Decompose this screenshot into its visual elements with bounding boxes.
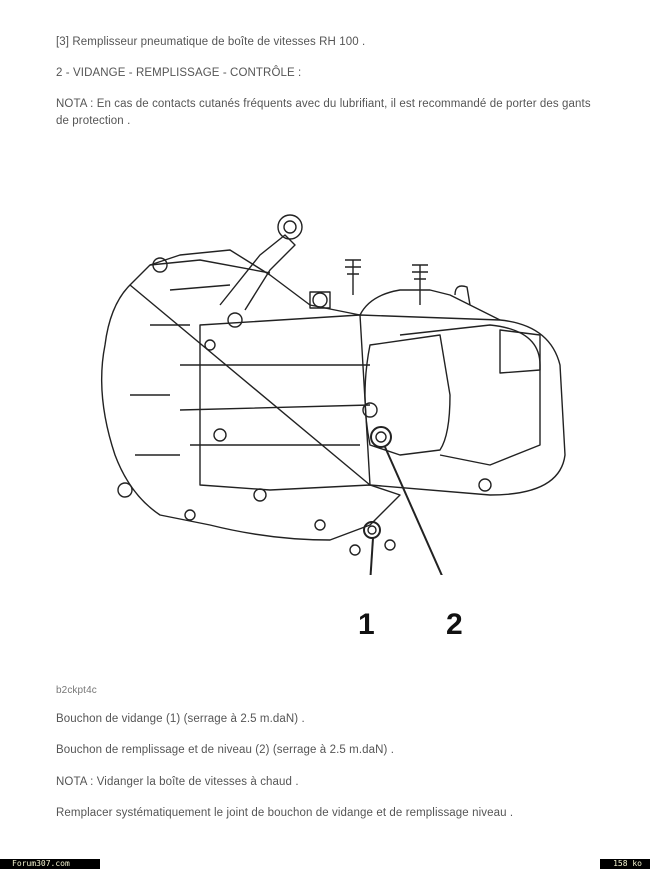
nota-protection-line2: de protection .	[56, 115, 131, 127]
nota-hot-drain: NOTA : Vidanger la boîte de vitesses à c…	[56, 776, 299, 788]
drain-plug-text: Bouchon de vidange (1) (serrage à 2.5 m.…	[56, 713, 305, 725]
section-title: 2 - VIDANGE - REMPLISSAGE - CONTRÔLE :	[56, 67, 302, 79]
footer-file-size: 158 ko	[600, 859, 650, 869]
fill-plug-text: Bouchon de remplissage et de niveau (2) …	[56, 744, 395, 756]
callout-label-1: 1	[358, 608, 375, 641]
gearbox-illustration	[100, 214, 566, 575]
nota-protection-line1: NOTA : En cas de contacts cutanés fréque…	[56, 98, 591, 110]
footer-site-label: Forum307.com	[0, 859, 100, 869]
tool-reference-line: [3] Remplisseur pneumatique de boîte de …	[56, 36, 366, 48]
replace-seal-text: Remplacer systématiquement le joint de b…	[56, 807, 514, 819]
callout-label-2: 2	[446, 608, 463, 641]
figure-reference: b2ckpt4c	[56, 685, 97, 696]
